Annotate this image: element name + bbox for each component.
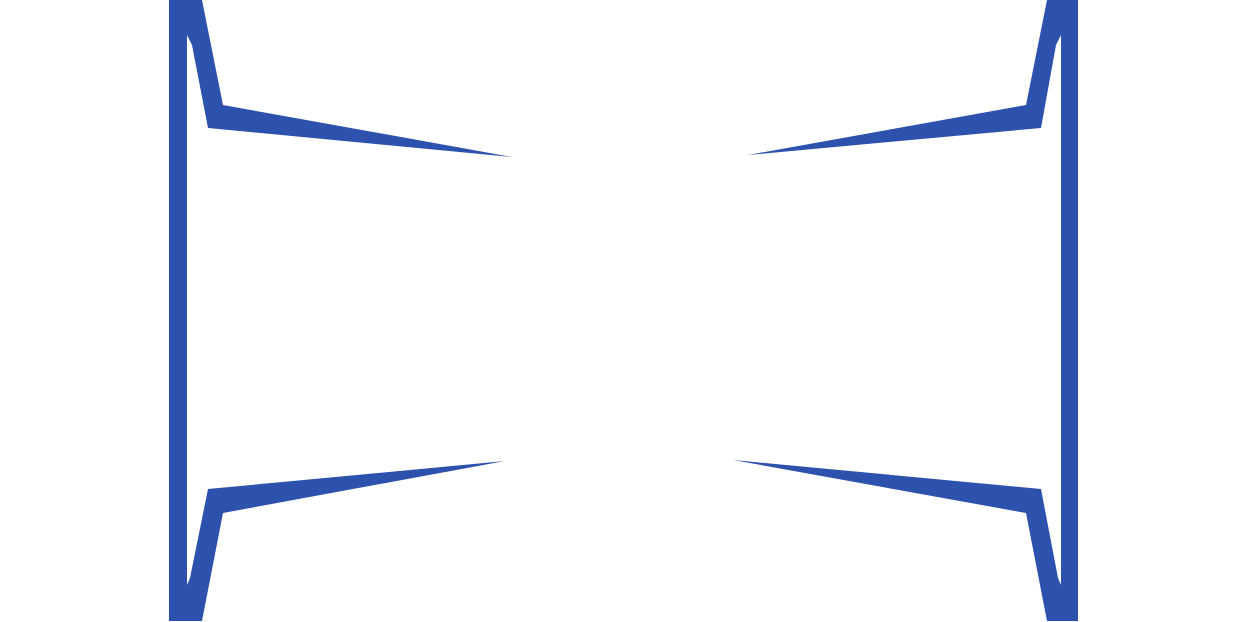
right-bracket-shape [733, 0, 1078, 621]
left-bracket-shape [169, 0, 512, 621]
